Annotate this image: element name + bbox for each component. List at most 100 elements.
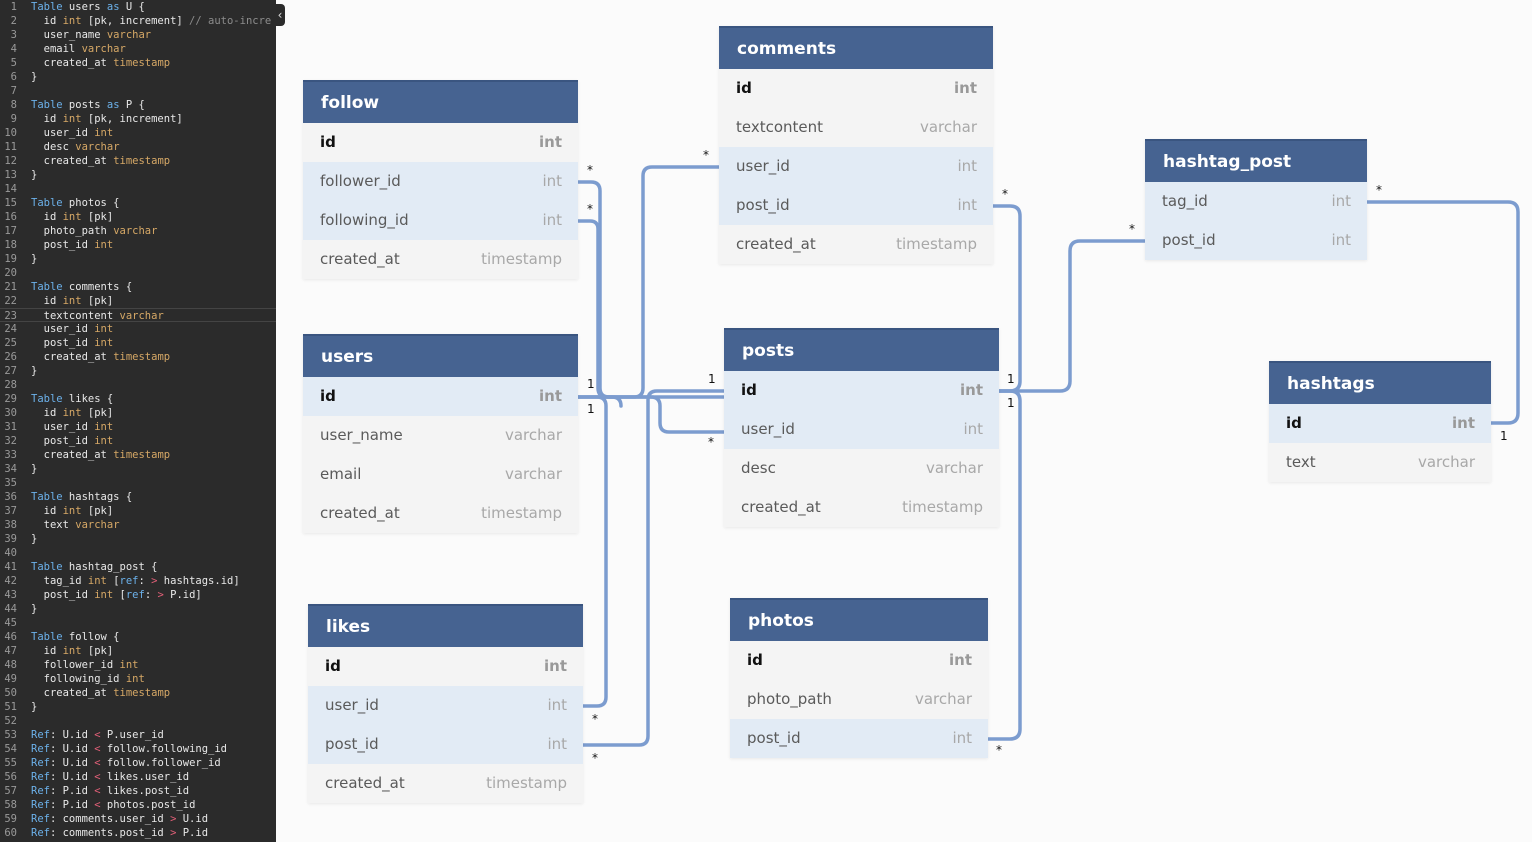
code-line[interactable]: 19} [0,252,276,266]
code-line[interactable]: 33 created_at timestamp [0,448,276,462]
table-header[interactable]: hashtag_post [1145,139,1367,182]
code-line[interactable]: 10 user_id int [0,126,276,140]
code-line[interactable]: 31 user_id int [0,420,276,434]
code-line[interactable]: 25 post_id int [0,336,276,350]
code-line[interactable]: 44} [0,602,276,616]
table-header[interactable]: posts [724,328,999,371]
code-line[interactable]: 17 photo_path varchar [0,224,276,238]
code-line[interactable]: 22 id int [pk] [0,294,276,308]
code-line[interactable]: 52 [0,714,276,728]
code-line[interactable]: 34} [0,462,276,476]
table-header[interactable]: users [303,334,578,377]
code-line[interactable]: 4 email varchar [0,42,276,56]
code-line[interactable]: 42 tag_id int [ref: > hashtags.id] [0,574,276,588]
table-header[interactable]: hashtags [1269,361,1491,404]
code-line[interactable]: 7 [0,84,276,98]
code-line[interactable]: 2 id int [pk, increment] // auto-incre [0,14,276,28]
code-line[interactable]: 50 created_at timestamp [0,686,276,700]
collapse-editor-button[interactable]: ‹ [275,4,285,26]
table-header[interactable]: follow [303,80,578,123]
code-line[interactable]: 32 post_id int [0,434,276,448]
code-line[interactable]: 13} [0,168,276,182]
code-line[interactable]: 16 id int [pk] [0,210,276,224]
code-line[interactable]: 3 user_name varchar [0,28,276,42]
code-line[interactable]: 5 created_at timestamp [0,56,276,70]
table-header[interactable]: photos [730,598,988,641]
table-header[interactable]: comments [719,26,993,69]
code-line[interactable]: 38 text varchar [0,518,276,532]
code-line[interactable]: 30 id int [pk] [0,406,276,420]
code-line[interactable]: 35 [0,476,276,490]
code-line[interactable]: 6} [0,70,276,84]
code-line[interactable]: 26 created_at timestamp [0,350,276,364]
code-line[interactable]: 49 following_id int [0,672,276,686]
code-line[interactable]: 43 post_id int [ref: > P.id] [0,588,276,602]
code-line[interactable]: 40 [0,546,276,560]
code-line[interactable]: 47 id int [pk] [0,644,276,658]
code-line[interactable]: 28 [0,378,276,392]
code-line[interactable]: 14 [0,182,276,196]
code-line[interactable]: 51} [0,700,276,714]
code-line[interactable]: 48 follower_id int [0,658,276,672]
code-line[interactable]: 24 user_id int [0,322,276,336]
code-line[interactable]: 18 post_id int [0,238,276,252]
code-line[interactable]: 12 created_at timestamp [0,154,276,168]
table-header[interactable]: likes [308,604,583,647]
code-line[interactable]: 11 desc varchar [0,140,276,154]
code-line[interactable]: 27} [0,364,276,378]
code-line[interactable]: 9 id int [pk, increment] [0,112,276,126]
code-line[interactable]: 23 textcontent varchar [0,308,276,322]
code-line[interactable]: 39} [0,532,276,546]
code-line[interactable]: 37 id int [pk] [0,504,276,518]
